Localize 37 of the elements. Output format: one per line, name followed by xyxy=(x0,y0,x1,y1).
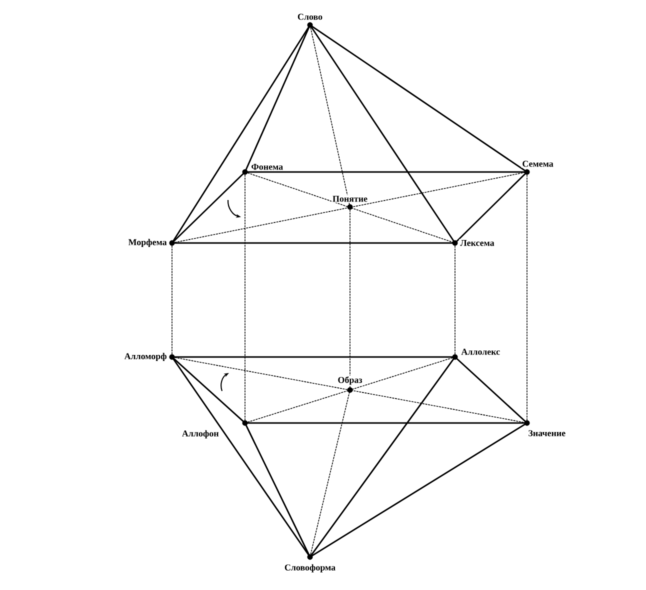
edge-line xyxy=(244,24,311,172)
vertex-label: Фонема xyxy=(250,162,284,171)
edge-line xyxy=(310,390,350,558)
edge-line xyxy=(310,422,528,558)
edge-line xyxy=(244,172,246,424)
vertex-label: Алломорф xyxy=(123,352,168,362)
edge-line xyxy=(244,356,456,424)
vertex-label: Лексема xyxy=(459,239,496,247)
vertex-label: Значение xyxy=(527,429,567,438)
edge-line xyxy=(172,242,455,244)
vertex-label: Семема xyxy=(521,160,554,168)
edge-line xyxy=(171,24,311,244)
vertex-label: Слово xyxy=(296,12,324,21)
edge-line xyxy=(245,422,527,424)
edge-line xyxy=(172,172,528,244)
edge-line xyxy=(244,172,456,244)
edge-line xyxy=(244,422,311,558)
vertex-label: Аллофон xyxy=(180,429,220,440)
edge-line xyxy=(245,171,527,173)
edge-line xyxy=(309,24,456,244)
vertex-label: Словоформа xyxy=(283,563,337,574)
vertex-label: Морфема xyxy=(127,238,168,248)
edge-line xyxy=(309,356,456,558)
vertex-label: Аллолекс xyxy=(460,348,502,356)
vertex-label: Образ xyxy=(336,375,364,386)
edge-line xyxy=(171,171,246,244)
edge-line xyxy=(310,24,350,208)
edge-line xyxy=(171,356,311,558)
edge-line xyxy=(454,171,528,244)
edge-line xyxy=(526,172,528,424)
edge-line xyxy=(454,242,456,358)
edge-line xyxy=(454,356,528,424)
edge-line xyxy=(172,356,528,424)
edge-line xyxy=(310,24,528,173)
edge-line xyxy=(172,356,246,424)
vertex-label: Понятие xyxy=(332,194,368,203)
edge-line xyxy=(172,356,455,358)
